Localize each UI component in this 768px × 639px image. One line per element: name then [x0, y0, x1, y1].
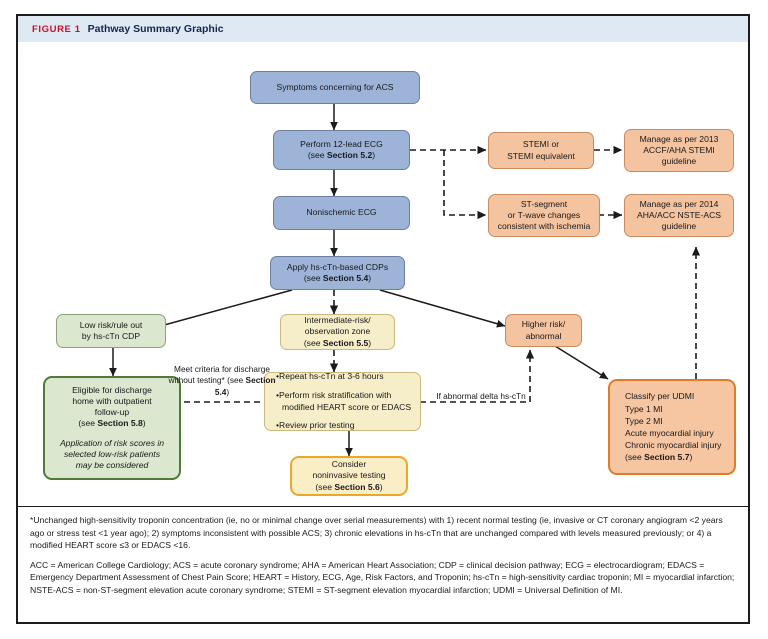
node-intermediate-section: (see Section 5.5)	[303, 337, 372, 348]
node-higherrisk-line2: abnormal	[525, 330, 562, 341]
action-bullet-1: •Repeat hs-cTn at 3-6 hours	[276, 371, 384, 382]
edge-label-abnormal-delta: If abnormal delta hs-cTn	[422, 391, 540, 402]
node-cdp-line1: Apply hs-cTn-based CDPs	[286, 261, 389, 272]
udmi-lines: Classify per UDMI Type 1 MI Type 2 MI Ac…	[615, 390, 729, 463]
flowchart-canvas: Symptoms concerning for ACS Perform 12-l…	[18, 42, 748, 506]
node-eligible-italic1: Application of risk scores in	[59, 437, 165, 448]
node-udmi-line1: Classify per UDMI	[625, 391, 695, 402]
node-stchanges-line2: or T-wave changes	[507, 209, 581, 220]
node-manage2013-line1: Manage as per 2013	[639, 133, 719, 144]
abnormal-delta-line1: If abnormal delta hs-cTn	[436, 391, 526, 401]
actions-bullets: •Repeat hs-cTn at 3-6 hours •Perform ris…	[270, 371, 415, 431]
meet-criteria-line2: discharge without	[168, 364, 270, 386]
node-higherrisk-line1: Higher risk/	[521, 319, 566, 330]
node-manage2014-line1: Manage as per 2014	[639, 198, 719, 209]
node-manage-2013-stemi[interactable]: Manage as per 2013 ACCF/AHA STEMI guidel…	[624, 129, 734, 172]
abbreviations-text: ACC = American College Cardiology; ACS =…	[30, 559, 735, 595]
footnote-text: *Unchanged high-sensitivity troponin con…	[30, 515, 723, 551]
node-noninvasive-line1: Consider	[331, 459, 367, 470]
node-symptoms[interactable]: Symptoms concerning for ACS	[250, 71, 420, 104]
node-eligible-section: (see Section 5.8)	[78, 418, 146, 429]
edge-higherrisk-to-udmi	[554, 345, 609, 380]
meet-criteria-section: (see Section 5.4)	[214, 375, 276, 397]
node-classify-per-udmi[interactable]: Classify per UDMI Type 1 MI Type 2 MI Ac…	[608, 379, 736, 475]
node-nonischemic-line1: Nonischemic ECG	[306, 207, 377, 218]
edge-label-meet-criteria: Meet criteria for discharge without test…	[166, 364, 278, 398]
node-intermediate-risk[interactable]: Intermediate-risk/ observation zone (see…	[280, 314, 395, 350]
node-stchanges-line3: consistent with ischemia	[497, 221, 591, 232]
node-stemi[interactable]: STEMI or STEMI equivalent	[488, 132, 594, 169]
node-eligible-line1: Eligible for discharge	[72, 384, 152, 395]
node-eligible-for-discharge[interactable]: Eligible for discharge home with outpati…	[43, 376, 181, 480]
node-manage2014-line3: guideline	[661, 221, 697, 232]
node-cdp-section: (see Section 5.4)	[303, 273, 372, 283]
edge-cdp-to-higherrisk	[379, 289, 506, 328]
figure-number: FIGURE 1	[32, 23, 81, 35]
node-manage2013-line3: guideline	[661, 156, 697, 167]
figure-header: FIGURE 1 Pathway Summary Graphic	[18, 16, 748, 42]
node-consider-noninvasive-testing[interactable]: Consider noninvasive testing (see Sectio…	[290, 456, 408, 496]
figure-title: Pathway Summary Graphic	[87, 23, 224, 35]
node-eligible-line3: follow-up	[94, 407, 130, 418]
meet-criteria-line3: testing*	[197, 375, 225, 386]
node-nonischemic-ecg[interactable]: Nonischemic ECG	[273, 196, 410, 230]
node-udmi-line4: Acute myocardial injury	[625, 428, 714, 438]
action-bullet-3: •Review prior testing	[276, 420, 355, 431]
edge-cdp-to-lowrisk	[145, 289, 293, 332]
node-manage2014-line2: AHA/ACC NSTE-ACS	[636, 209, 722, 220]
node-ecg-section: (see Section 5.2)	[307, 150, 376, 160]
figure-notes: *Unchanged high-sensitivity troponin con…	[18, 506, 748, 624]
node-higher-risk-abnormal[interactable]: Higher risk/ abnormal	[505, 314, 582, 347]
node-udmi-line5: Chronic myocardial injury	[625, 440, 722, 451]
node-intermediate-line2: observation zone	[304, 326, 371, 337]
node-actions-list[interactable]: •Repeat hs-cTn at 3-6 hours •Perform ris…	[264, 371, 421, 431]
node-stemi-line2: STEMI equivalent	[507, 150, 575, 161]
edge-ecg-to-stchanges	[443, 150, 487, 220]
node-st-segment-changes[interactable]: ST-segment or T-wave changes consistent …	[488, 194, 600, 237]
action-bullet-2: •Perform risk stratification with modifi…	[276, 389, 412, 412]
node-intermediate-line1: Intermediate-risk/	[304, 315, 371, 326]
node-manage2013-line2: ACCF/AHA STEMI	[643, 144, 715, 155]
node-lowrisk-line2: by hs-cTn CDP	[81, 331, 141, 341]
node-noninvasive-section: (see Section 5.6)	[315, 481, 383, 492]
meet-criteria-line1: Meet criteria for	[174, 364, 232, 374]
node-eligible-line2: home with outpatient	[72, 395, 152, 406]
node-symptoms-line1: Symptoms concerning for ACS	[276, 81, 394, 92]
figure-frame: FIGURE 1 Pathway Summary Graphic	[16, 14, 750, 624]
node-eligible-italic3: may be considered	[75, 460, 149, 470]
connector-layer	[109, 104, 701, 457]
node-ecg-line1: Perform 12-lead ECG	[300, 138, 383, 149]
node-low-risk-rule-out[interactable]: Low risk/rule out by hs-cTn CDP	[56, 314, 166, 348]
node-lowrisk-line1: Low risk/rule out	[79, 319, 143, 330]
node-udmi-line2: Type 1 MI	[625, 403, 663, 414]
node-apply-cdp[interactable]: Apply hs-cTn-based CDPs (see Section 5.4…	[270, 256, 405, 290]
edge-actions-to-higherrisk	[420, 349, 535, 403]
node-udmi-line3: Type 2 MI	[625, 415, 663, 426]
node-eligible-italic2: selected low-risk patients	[63, 448, 160, 459]
node-perform-12-lead-ecg[interactable]: Perform 12-lead ECG (see Section 5.2)	[273, 130, 410, 170]
node-stemi-line1: STEMI or	[522, 139, 560, 150]
node-noninvasive-line2: noninvasive testing	[312, 470, 386, 481]
node-stchanges-line1: ST-segment	[520, 198, 568, 209]
node-manage-2014-nsteacs[interactable]: Manage as per 2014 AHA/ACC NSTE-ACS guid…	[624, 194, 734, 237]
node-udmi-section: (see Section 5.7)	[625, 452, 693, 463]
